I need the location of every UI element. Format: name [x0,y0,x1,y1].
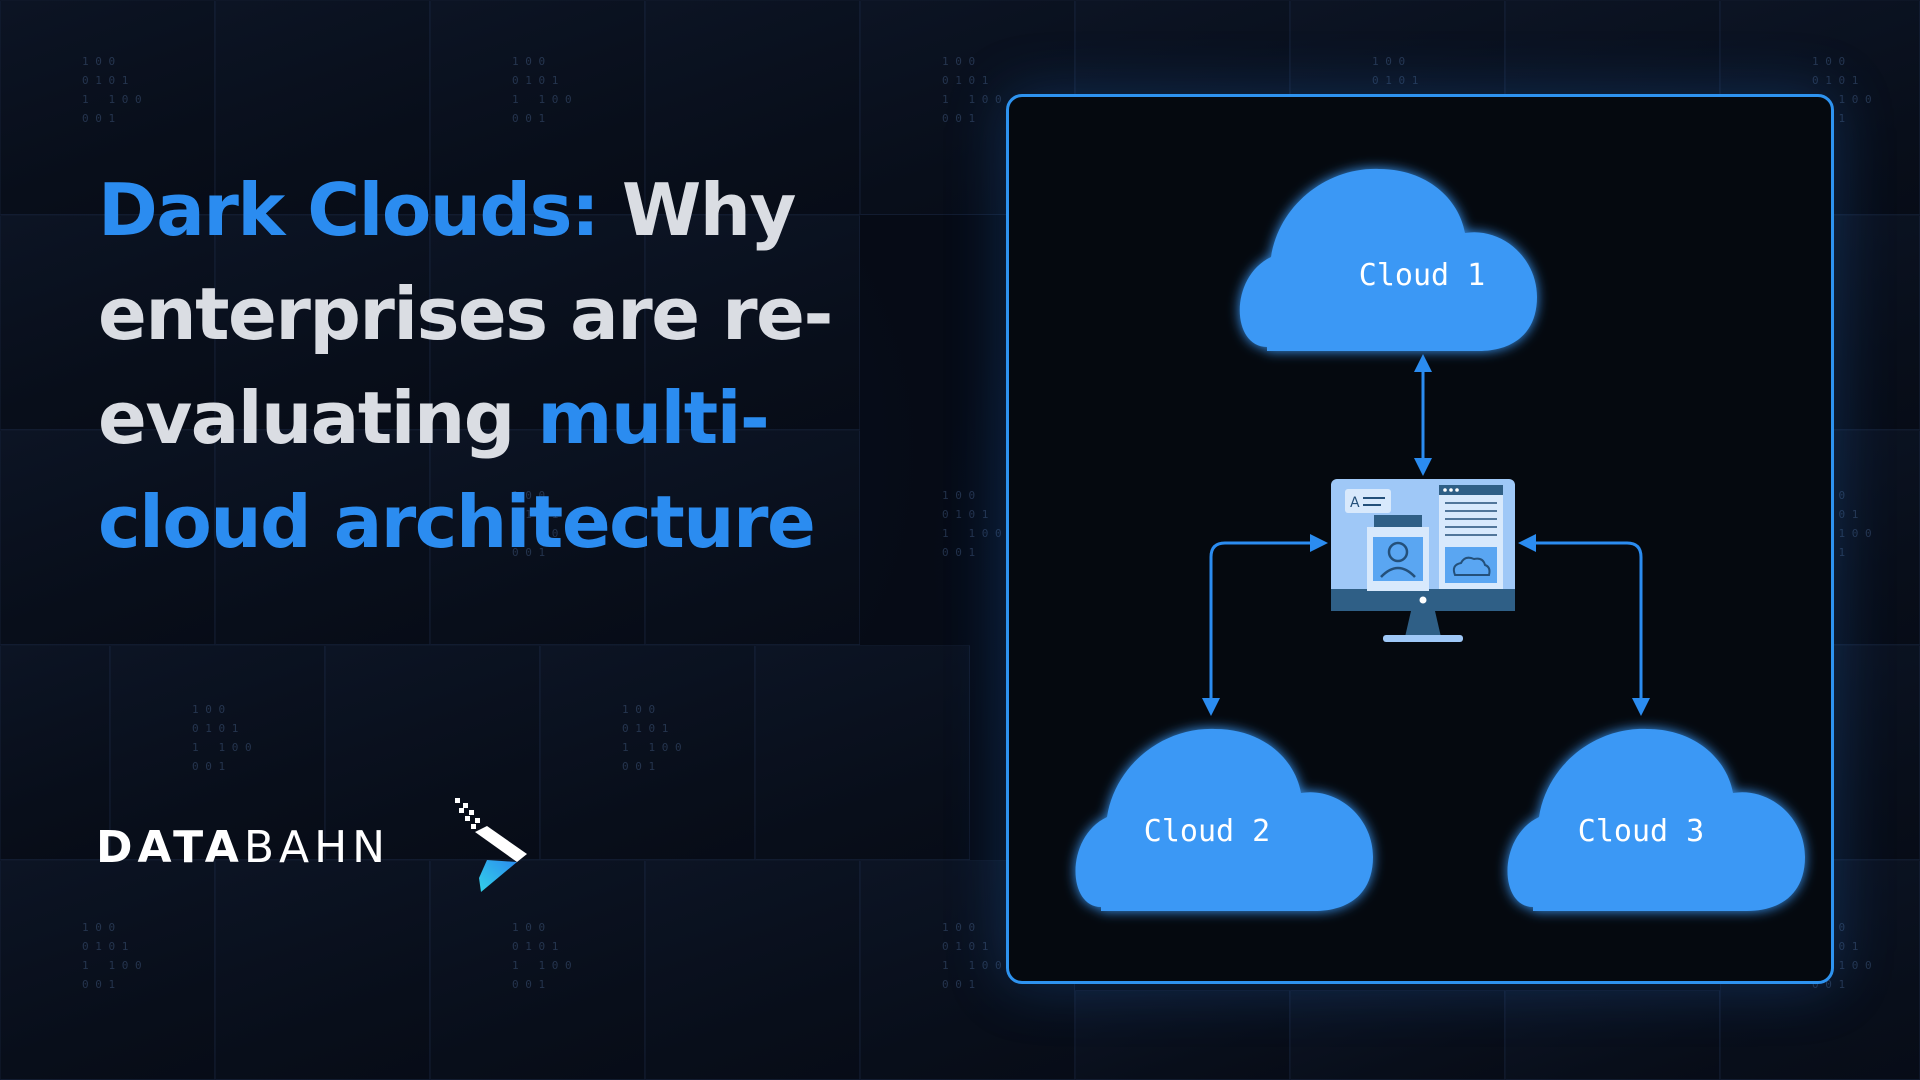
connector-cloud-2 [1202,534,1328,716]
binary-pattern: 1 0 0 0 1 0 1 1 1 0 0 0 0 1 [942,921,1002,991]
binary-pattern: 1 0 0 0 1 0 1 1 1 0 0 0 0 1 [512,489,572,559]
cloud-3 [1507,728,1805,911]
computer-monitor-icon: A [1331,479,1515,642]
title-text: Why enterprises are re-evaluating [98,168,833,460]
binary-pattern: 1 0 0 0 1 0 1 1 1 0 0 0 0 1 [512,921,572,991]
logo-wordmark: DATABAHN [96,822,390,873]
cloud-2 [1075,728,1373,911]
binary-pattern: 1 0 0 0 1 0 1 1 1 0 0 0 0 1 [942,489,1002,559]
databahn-logo: DATABAHN [96,794,536,904]
logo-arrow-icon [455,798,527,892]
connector-cloud-3 [1518,534,1650,716]
cloud-1-label: Cloud 1 [1359,258,1485,293]
logo-text-bold: DATA [96,822,244,873]
cloud-2-label: Cloud 2 [1144,814,1270,849]
svg-text:A: A [1350,495,1360,511]
cloud-3-label: Cloud 3 [1578,814,1704,849]
binary-pattern: 1 0 0 0 1 0 1 1 1 0 0 0 0 1 [512,55,572,125]
binary-pattern: 1 0 0 0 1 0 1 1 1 0 0 0 0 1 [192,703,252,773]
title-highlight: multi-cloud architecture [98,376,816,564]
cloud-1 [1239,168,1537,351]
binary-pattern: 1 0 0 0 1 0 1 1 1 0 0 0 0 1 [82,55,142,125]
logo-text-light: BAHN [243,822,391,873]
binary-pattern: 1 0 0 0 1 0 1 1 1 0 0 0 0 1 [82,921,142,991]
title-highlight: Dark Clouds: [98,168,600,252]
binary-pattern: 1 0 0 0 1 0 1 1 1 0 0 0 0 1 [622,703,682,773]
binary-pattern: 1 0 0 0 1 0 1 1 1 0 0 0 0 1 [942,55,1002,125]
multi-cloud-diagram: Cloud 1 Cloud 2 Cloud 3 [1075,168,1805,911]
architecture-diagram-panel: Cloud 1 Cloud 2 Cloud 3 [1006,94,1834,984]
page-title: Dark Clouds: Why enterprises are re-eval… [98,158,958,574]
